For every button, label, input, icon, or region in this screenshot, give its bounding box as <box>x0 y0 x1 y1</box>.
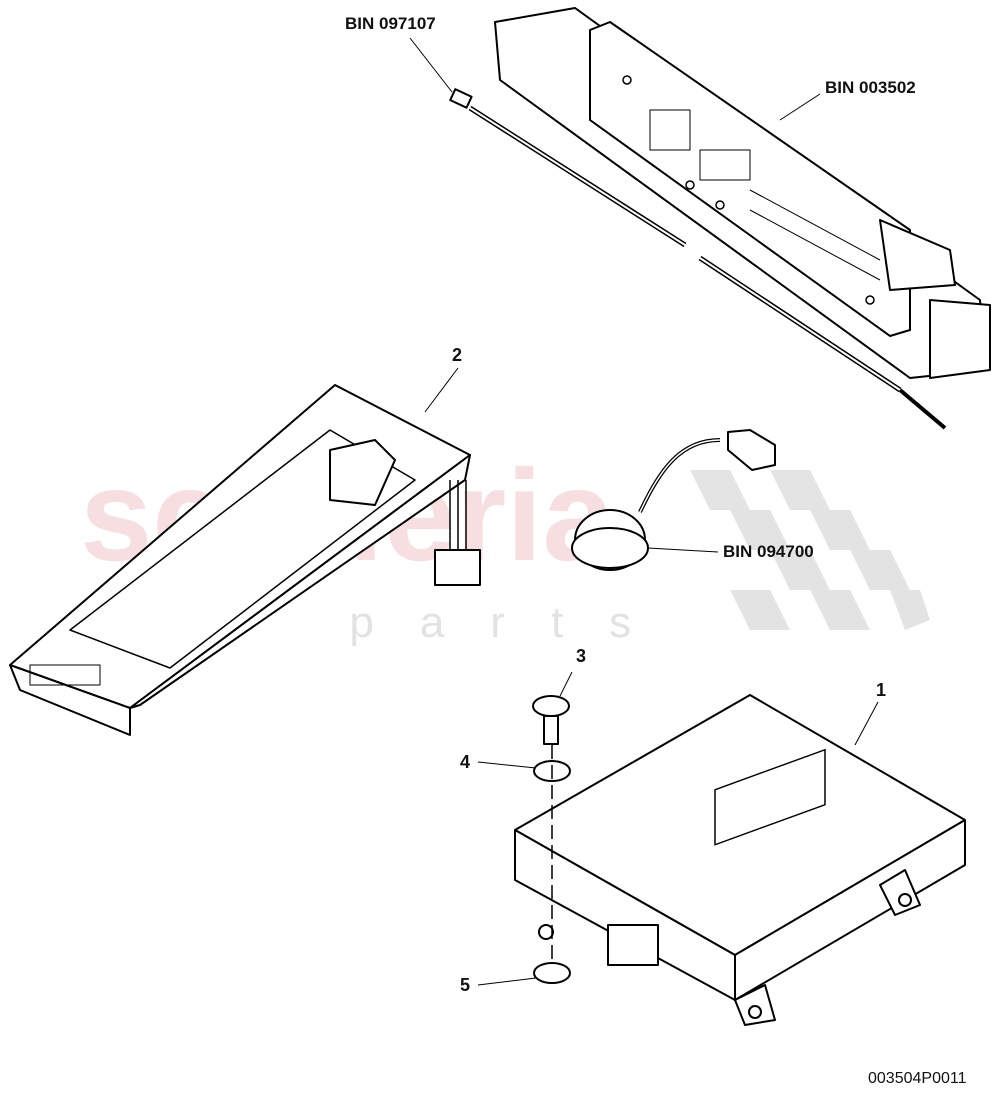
part-callout-1: 1 <box>876 680 887 700</box>
bin-094700-sensor <box>571 429 776 571</box>
bin-003502-label: BIN 003502 <box>825 78 916 97</box>
bin-094700-label: BIN 094700 <box>723 542 814 561</box>
checkered-flag-watermark <box>690 470 930 630</box>
part-2-console <box>9 384 481 736</box>
leader-lines <box>409 37 879 986</box>
bin-097107-label: BIN 097107 <box>345 14 436 33</box>
part-3-screw <box>532 695 570 745</box>
part-1-control-unit <box>514 694 966 1026</box>
part-callout-4: 4 <box>460 752 471 772</box>
bin-097107-cable <box>449 88 947 430</box>
part-callout-3: 3 <box>576 646 587 666</box>
bin-003502-module <box>494 7 991 379</box>
part-callout-5: 5 <box>460 975 471 995</box>
drawing-code: 003504P0011 <box>868 1070 967 1087</box>
part-5-spacer <box>533 962 571 984</box>
part-callout-2: 2 <box>452 345 463 365</box>
